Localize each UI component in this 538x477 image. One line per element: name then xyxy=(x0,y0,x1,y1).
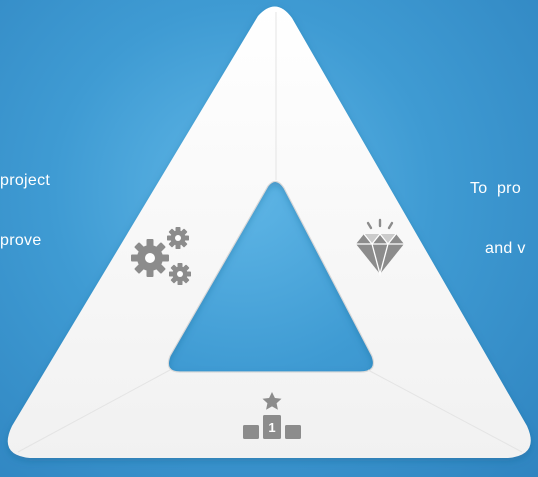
left-caption-line-1: project xyxy=(0,172,51,189)
triangle-frame xyxy=(7,6,531,458)
podium-rank-label: 1 xyxy=(268,420,275,435)
left-caption: project prove xyxy=(0,131,50,271)
divider-right xyxy=(367,369,523,453)
podium-icon: 1 xyxy=(243,392,301,439)
left-caption-line-2: prove xyxy=(0,232,42,249)
right-caption-line-2: and v xyxy=(485,240,526,257)
divider-left xyxy=(17,369,171,453)
diamond-icon xyxy=(356,218,404,277)
gears-icon xyxy=(131,227,191,285)
inner-hole-edge xyxy=(167,180,375,373)
right-caption-line-1: To pro xyxy=(470,180,522,197)
right-caption: To pro and v xyxy=(470,139,526,279)
